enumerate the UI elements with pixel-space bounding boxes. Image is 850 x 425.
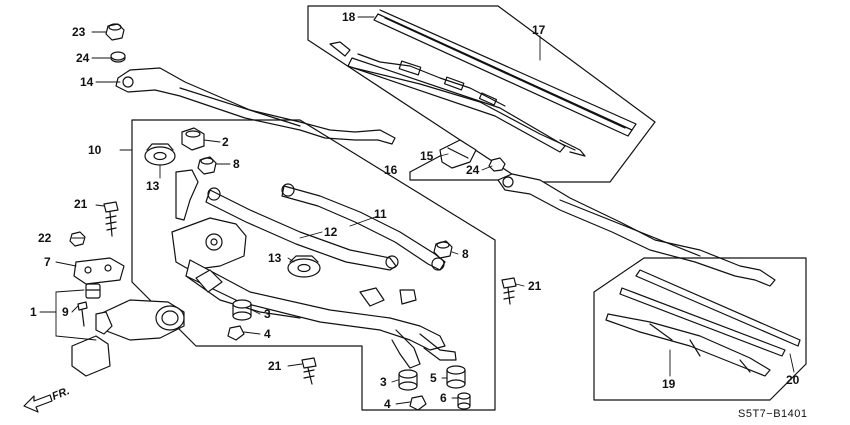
callout-11: 11 xyxy=(374,207,387,221)
callout-10: 10 xyxy=(88,143,102,157)
blade-box-upper xyxy=(307,5,656,183)
wiper-rubber-upper xyxy=(373,9,637,137)
screw-9 xyxy=(77,301,88,327)
bushing-3-upper xyxy=(232,299,252,321)
callout-14: 14 xyxy=(80,75,94,89)
callout-9: 9 xyxy=(62,305,69,319)
callout-8-top: 8 xyxy=(233,157,240,171)
callout-4-lower: 4 xyxy=(384,397,391,411)
diagram-code: S5T7−B1401 xyxy=(738,408,808,420)
blade-box-lower xyxy=(593,257,807,401)
callout-8-right: 8 xyxy=(462,247,469,261)
bolt-21-bottom xyxy=(301,357,317,385)
callout-15: 15 xyxy=(420,149,434,163)
wiper-blade-upper xyxy=(329,41,586,157)
grommet-2 xyxy=(181,127,205,151)
collar-6 xyxy=(457,392,471,410)
linkage-11 xyxy=(281,183,446,271)
wiper-frame xyxy=(171,169,457,369)
callout-3-upper: 3 xyxy=(264,307,271,321)
callout-21-bottom: 21 xyxy=(268,359,282,373)
nut-8-right xyxy=(433,240,453,259)
collar-4-lower xyxy=(409,395,427,411)
callout-4-upper: 4 xyxy=(264,327,271,341)
callout-12: 12 xyxy=(324,225,338,239)
collar-4-upper xyxy=(227,325,245,341)
bracket-7 xyxy=(73,257,125,285)
cap-15 xyxy=(439,139,477,169)
callout-21-right: 21 xyxy=(528,279,542,293)
wiper-arm-14 xyxy=(115,67,396,145)
front-arrow-icon xyxy=(23,394,53,413)
callout-13-top: 13 xyxy=(146,179,160,193)
leader-16 xyxy=(409,171,499,181)
bushing-3-lower xyxy=(398,369,418,391)
wiper-arm-16 xyxy=(497,173,776,287)
wiper-motor xyxy=(71,283,185,377)
callout-6: 6 xyxy=(440,391,447,405)
washer-24-left xyxy=(110,51,126,63)
callout-24-right: 24 xyxy=(466,163,480,177)
callout-23: 23 xyxy=(72,25,86,39)
callout-13-mid: 13 xyxy=(268,251,282,265)
callout-22: 22 xyxy=(38,231,52,245)
nut-24-right xyxy=(488,157,506,172)
linkage-12 xyxy=(205,187,399,271)
nut-8-top xyxy=(197,156,217,175)
bolt-21-right xyxy=(501,277,517,305)
bushing-5 xyxy=(446,365,466,389)
callout-1: 1 xyxy=(30,305,37,319)
callout-19: 19 xyxy=(662,377,676,391)
bushing-13-mid xyxy=(287,255,321,278)
callout-7: 7 xyxy=(44,255,51,269)
callout-24-left: 24 xyxy=(76,51,90,65)
callout-5: 5 xyxy=(430,371,437,385)
callout-20: 20 xyxy=(786,373,800,387)
callout-18: 18 xyxy=(342,10,356,24)
nut-23 xyxy=(105,23,125,41)
callout-21-left: 21 xyxy=(74,197,88,211)
leader-lines xyxy=(39,16,795,405)
callout-16: 16 xyxy=(384,163,398,177)
callout-17: 17 xyxy=(532,23,546,37)
nut-22 xyxy=(69,231,86,247)
bolt-21-left xyxy=(103,201,119,237)
callout-2: 2 xyxy=(222,135,229,149)
callout-3-lower: 3 xyxy=(380,375,387,389)
bushing-13-top xyxy=(144,143,176,166)
